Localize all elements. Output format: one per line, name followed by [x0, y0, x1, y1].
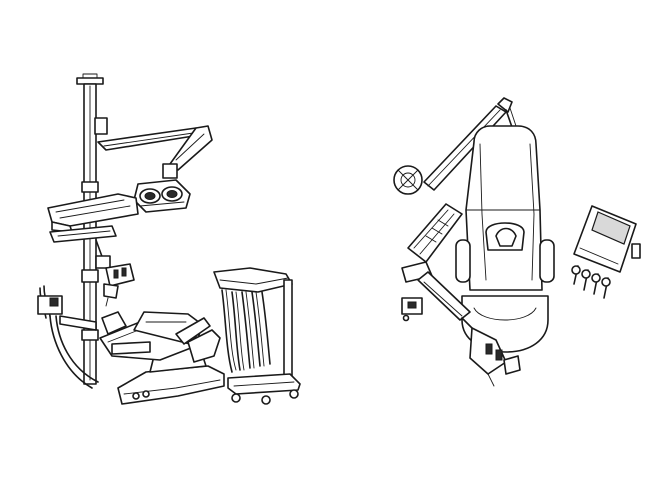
top-delivery-arm	[401, 203, 471, 321]
top-chair	[455, 125, 555, 353]
top-assistant-unit	[401, 297, 423, 322]
top-microscope	[461, 317, 521, 387]
instrument-cart	[213, 267, 301, 405]
assistant-arm	[37, 285, 99, 389]
delivery-arm	[47, 193, 139, 243]
dental-unit-top-view	[393, 97, 641, 387]
operating-light	[133, 179, 191, 213]
dental-unit-perspective-view	[37, 73, 301, 405]
top-light-mount	[393, 165, 423, 195]
microscope	[95, 239, 135, 307]
light-arm	[97, 125, 213, 179]
dental-chair	[99, 311, 225, 405]
top-instrument-cart	[571, 205, 641, 299]
